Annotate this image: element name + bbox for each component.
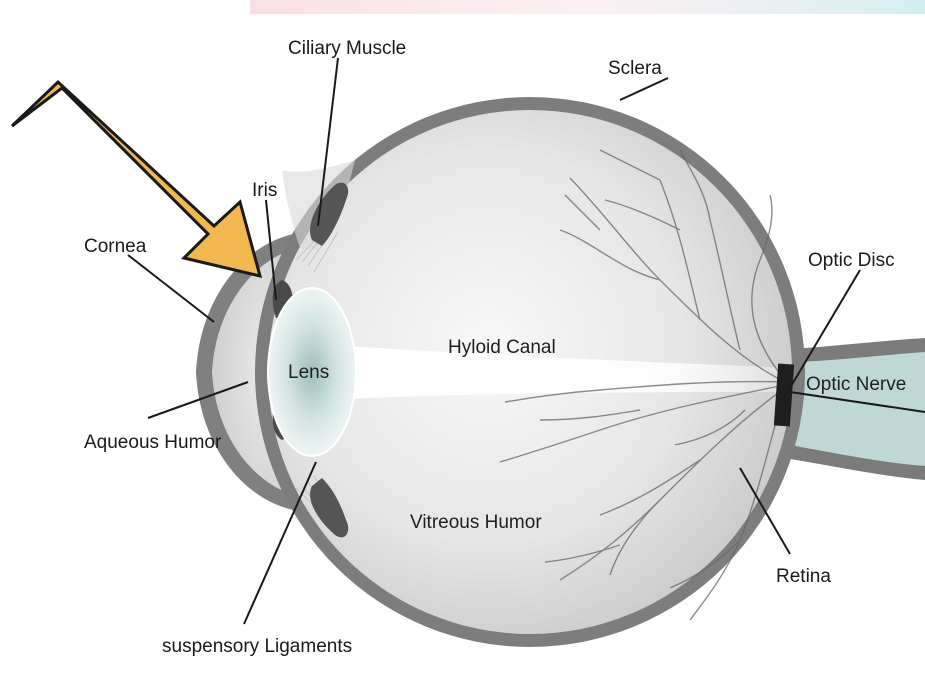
label-retina: Retina	[776, 566, 831, 587]
label-sclera: Sclera	[608, 58, 662, 79]
label-vitreous-humor: Vitreous Humor	[410, 512, 542, 533]
label-aqueous-humor: Aqueous Humor	[84, 432, 222, 453]
label-cornea: Cornea	[84, 236, 147, 257]
label-ciliary-muscle: Ciliary Muscle	[288, 38, 406, 59]
label-lens: Lens	[288, 362, 329, 383]
label-iris: Iris	[252, 180, 277, 201]
top-banner-strip	[250, 0, 925, 14]
label-optic-nerve: Optic Nerve	[806, 374, 906, 395]
label-hyloid-canal: Hyloid Canal	[448, 337, 556, 358]
label-suspensory-ligaments: suspensory Ligaments	[162, 636, 352, 657]
label-optic-disc: Optic Disc	[808, 250, 895, 271]
leader-cornea	[128, 255, 214, 322]
leader-sclera	[620, 78, 668, 100]
